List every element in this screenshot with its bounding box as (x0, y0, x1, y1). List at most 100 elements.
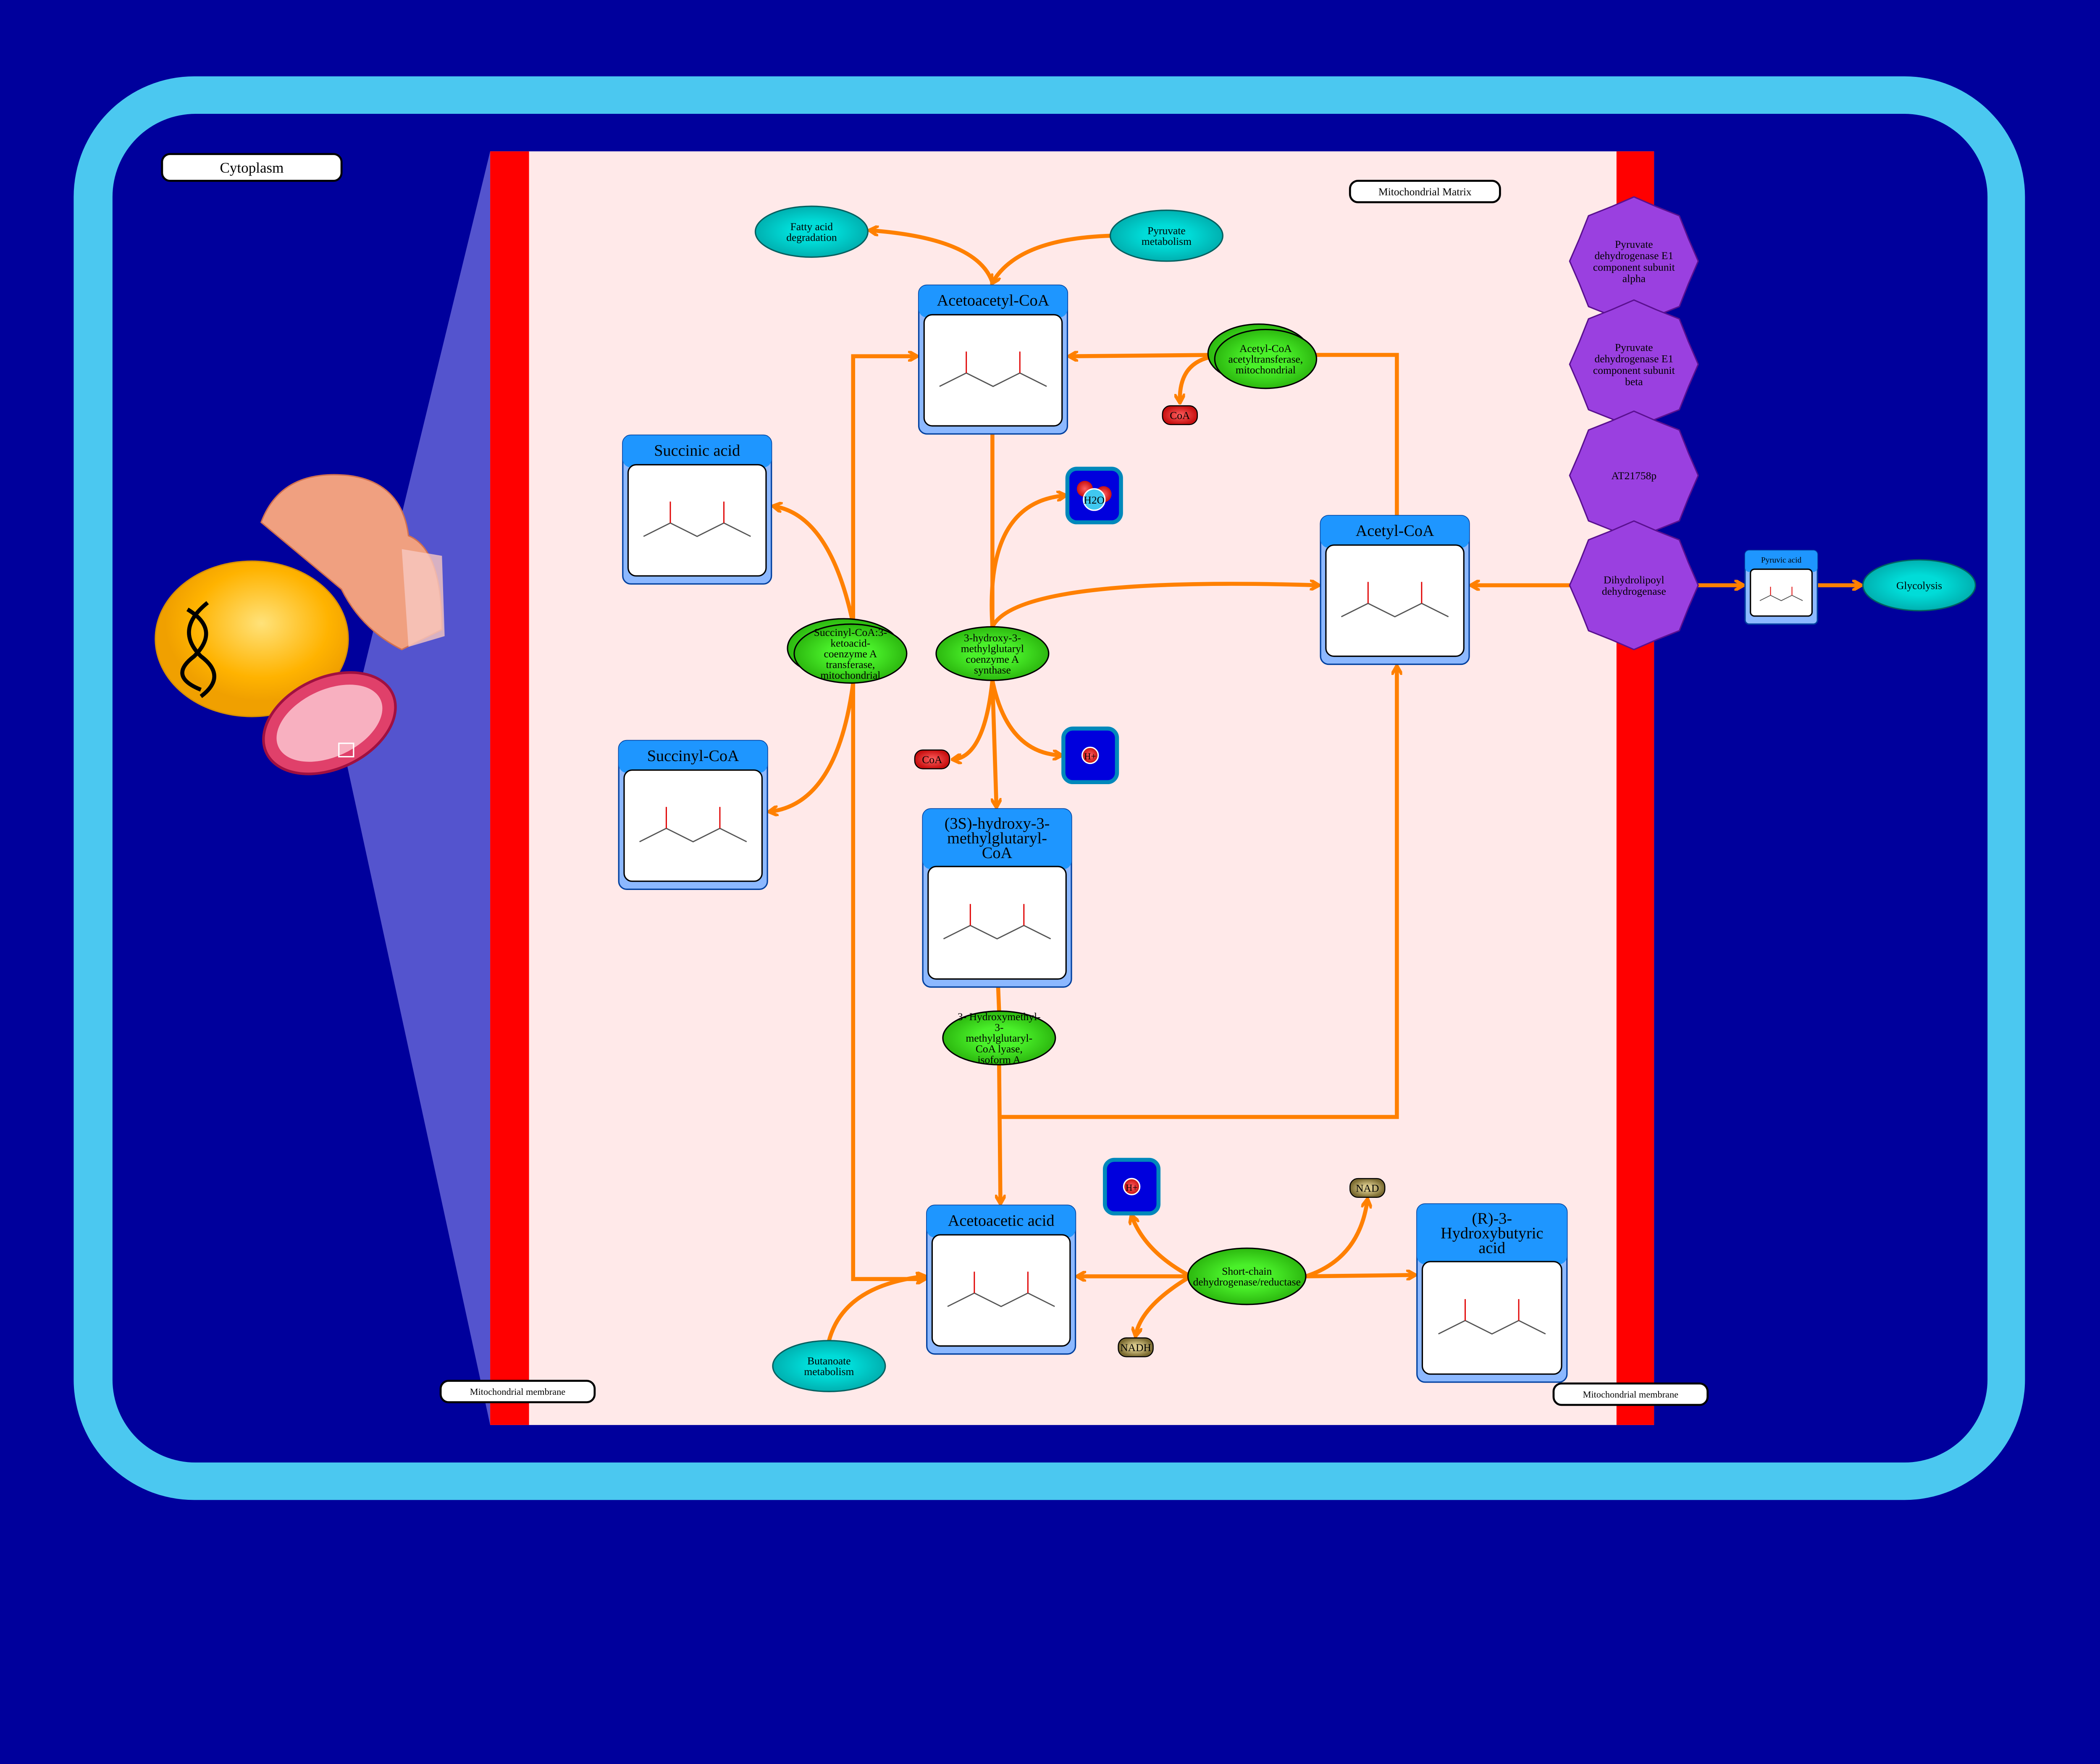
metabolite-acetyl-coa[interactable]: Acetyl-CoA (1320, 515, 1470, 665)
label-line: component subunit (1593, 364, 1675, 376)
membrane-label-left-text: Mitochondrial membrane (470, 1386, 565, 1397)
cofactor-label: NAD (1356, 1182, 1379, 1194)
label-line: 3- (995, 1021, 1003, 1034)
cofactor-coa-1[interactable]: CoA (1162, 405, 1198, 425)
label-line: Acetyl-CoA (1239, 342, 1292, 354)
metabolite-hmg-coa[interactable]: (3S)-hydroxy-3-methylglutaryl-CoA (922, 808, 1072, 988)
reaction-arrow (953, 680, 995, 759)
structure-panel (931, 1234, 1071, 1347)
reaction-arrow (1136, 1274, 1192, 1335)
label-line: methylglutaryl- (966, 1032, 1033, 1044)
carbonyl-bond (665, 807, 721, 829)
enzyme-acat[interactable]: Acetyl-CoAacetyltransferase,mitochondria… (1207, 323, 1318, 389)
matrix-label-text: Mitochondrial Matrix (1378, 186, 1472, 198)
membrane-label-right-text: Mitochondrial membrane (1583, 1389, 1678, 1399)
reaction-arrows (770, 230, 1861, 1341)
carbonyl-bond (1465, 1299, 1520, 1321)
chemical-structure (943, 924, 1051, 940)
cofactor-coa-2[interactable]: CoA (914, 749, 950, 769)
cofactor-nad[interactable]: NAD (1349, 1178, 1386, 1198)
metabolite-succinic-acid[interactable]: Succinic acid (622, 434, 772, 585)
protein-at21758p[interactable]: AT21758p (1569, 410, 1699, 541)
cofactor-label: CoA (922, 753, 942, 766)
carbonyl-bond (966, 352, 1021, 373)
label-line: methylglutaryl- (947, 830, 1047, 847)
ion-label: H+ (1084, 751, 1096, 761)
metabolite-acetoacetyl-coa[interactable]: Acetoacetyl-CoA (918, 284, 1068, 435)
endoplasmic-reticulum (260, 474, 443, 651)
label-line: CoA (982, 844, 1013, 862)
metabolite-succinyl-coa[interactable]: Succinyl-CoA (618, 740, 768, 890)
carbonyl-bond (1770, 587, 1793, 596)
label-line: CoA lyase, (976, 1043, 1023, 1055)
label-line: Fatty acid (790, 220, 833, 233)
chemical-structure (939, 372, 1047, 387)
label-line: Succinic acid (654, 442, 740, 459)
label-line: Pyruvate (1615, 238, 1653, 250)
chemical-structure (639, 827, 747, 843)
label-line: dehydrogenase/reductase (1193, 1276, 1301, 1288)
pathway-glycolysis[interactable]: Glycolysis (1862, 559, 1977, 612)
reaction-arrow (774, 506, 855, 625)
structure-panel (923, 314, 1063, 427)
carbonyl-bond (1367, 582, 1423, 604)
ion-label: H+ (1126, 1182, 1138, 1193)
reaction-arrow (871, 230, 995, 284)
dna-strand (180, 607, 208, 692)
membrane-label-left: Mitochondrial membrane (439, 1380, 596, 1404)
reaction-arrow (1305, 1200, 1368, 1278)
label-line: Short-chain (1222, 1265, 1272, 1277)
cell-illustration (155, 474, 445, 775)
reaction-arrow (1070, 355, 1215, 356)
reaction-arrow (999, 1065, 1000, 1202)
ion-h-plus-2[interactable]: H+ (1102, 1158, 1161, 1215)
label-line: Pyruvate (1615, 341, 1653, 354)
label-line: Pyruvic acid (1761, 556, 1802, 565)
structure-panel (627, 464, 767, 577)
label-line: beta (1625, 375, 1643, 388)
enzyme-hmgcl[interactable]: 3- Hydroxymethyl-3-methylglutaryl-CoA ly… (942, 1010, 1056, 1066)
metabolite-pyruvic-acid[interactable]: Pyruvic acid (1744, 549, 1818, 625)
carbonyl-bond (669, 501, 724, 523)
ion-h2o[interactable]: H2O (1065, 467, 1123, 525)
label-line: (3S)-hydroxy-3- (945, 815, 1050, 832)
label-line: alpha (1622, 272, 1646, 284)
structure-panel (623, 769, 763, 882)
reaction-arrow (851, 356, 916, 624)
label-line: 3- Hydroxymethyl- (958, 1011, 1041, 1023)
ion-h-plus-1[interactable]: H+ (1061, 726, 1119, 785)
metabolite-acetoacetic-acid[interactable]: Acetoacetic acid (926, 1205, 1076, 1355)
chemical-structure (643, 522, 751, 537)
zoom-region-marker (338, 743, 354, 758)
label-line: Hydroxybutyric (1441, 1225, 1543, 1242)
label-line: dehydrogenase (1602, 585, 1666, 597)
label-line: metabolism (804, 1365, 854, 1378)
label-line: mitochondrial (1236, 364, 1296, 376)
label-line: Pyruvate (1147, 224, 1186, 236)
label-line: Acetyl-CoA (1356, 522, 1434, 540)
label-line: acid (1478, 1239, 1505, 1257)
enzyme-scot[interactable]: Succinyl-CoA:3-ketoacid-coenzyme Atransf… (787, 618, 908, 684)
label-line: dehydrogenase E1 (1594, 249, 1673, 262)
reaction-arrow (992, 234, 1112, 283)
label-line: transferase, (826, 659, 875, 671)
label-line: AT21758p (1611, 470, 1656, 482)
cytoplasm-label-text: Cytoplasm (220, 160, 284, 176)
reaction-arrow (990, 680, 997, 806)
structure-panel (927, 866, 1067, 980)
golgi (402, 549, 445, 647)
structure-panel (1750, 568, 1813, 617)
cofactor-nadh[interactable]: NADH (1118, 1337, 1154, 1357)
membrane-left (490, 151, 529, 1425)
reaction-arrow (827, 1276, 924, 1341)
label-line: isoform A (977, 1053, 1021, 1066)
